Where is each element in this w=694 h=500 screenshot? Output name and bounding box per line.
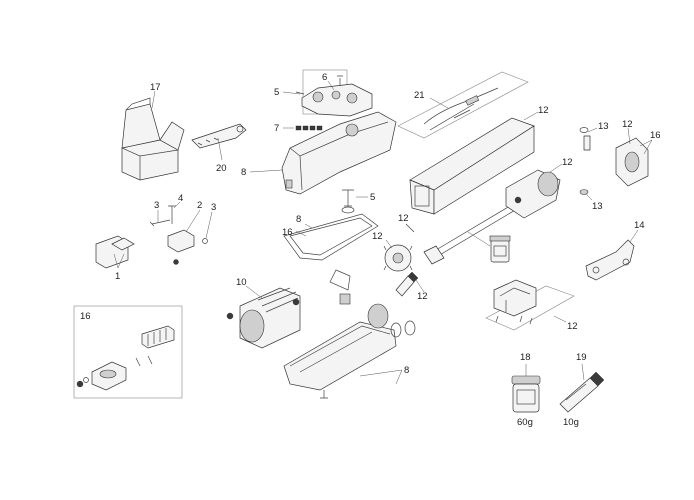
callout-5a: 5 <box>274 87 279 98</box>
leader-21 <box>429 97 449 109</box>
part-13-cap-top <box>579 127 591 151</box>
callout-6: 6 <box>322 72 327 83</box>
part-12-nozzle <box>395 271 419 297</box>
callout-3a: 3 <box>154 200 159 211</box>
callout-16c: 16 <box>650 130 661 141</box>
leader-16a <box>295 230 307 237</box>
callout-14: 14 <box>634 220 645 231</box>
callout-12e: 12 <box>562 157 573 168</box>
leader-4 <box>173 201 181 209</box>
leader-6 <box>327 80 335 91</box>
callout-12b: 12 <box>398 213 409 224</box>
part-12-endcap <box>615 137 649 187</box>
part-16-electronics <box>76 325 175 391</box>
leader-12d <box>523 111 539 121</box>
part-4-pin <box>168 205 176 224</box>
part-8-housing <box>283 269 416 399</box>
callout-1: 1 <box>115 271 120 282</box>
part-2-block <box>167 229 195 265</box>
callout-16b: 16 <box>80 311 91 322</box>
part-12-jar <box>489 235 511 263</box>
callout-8c: 8 <box>404 365 409 376</box>
callout-8b: 8 <box>296 214 301 225</box>
leader-16c <box>639 139 653 155</box>
part-18-grease-jar <box>511 375 541 413</box>
part-21-wiring <box>423 87 499 131</box>
leader-10 <box>245 285 263 299</box>
callout-18: 18 <box>520 352 531 363</box>
callout-12c: 12 <box>417 291 428 302</box>
part-19-grease-tube <box>559 371 605 413</box>
part-12-screw <box>405 223 415 233</box>
leader-8b <box>304 223 313 229</box>
callout-12f: 12 <box>567 321 578 332</box>
part-20-key <box>191 123 247 149</box>
part-14-bracket <box>585 239 635 281</box>
callout-2: 2 <box>197 200 202 211</box>
leader-17 <box>151 90 156 109</box>
grease-weight-label: 60g <box>517 417 533 428</box>
callout-7: 7 <box>274 123 279 134</box>
leader-14 <box>629 229 639 243</box>
part-7-screws <box>295 125 323 131</box>
leader-13a <box>587 127 598 133</box>
part-1-bracket <box>95 235 135 269</box>
part-12-shaft <box>423 169 561 265</box>
leader-12f <box>553 315 567 323</box>
callout-8a: 8 <box>241 167 246 178</box>
callout-20: 20 <box>216 163 227 174</box>
part-10-motor <box>226 287 301 349</box>
callout-19: 19 <box>576 352 587 363</box>
part-3-screws <box>149 219 208 244</box>
part-5-pin <box>341 189 355 214</box>
leader-12a <box>385 239 393 249</box>
leader-8c <box>359 369 403 385</box>
leader-8a <box>249 169 283 173</box>
leader-19 <box>581 363 585 381</box>
part-13-cap-bottom <box>579 189 589 195</box>
tube-weight-label: 10g <box>563 417 579 428</box>
callout-10: 10 <box>236 277 247 288</box>
callout-17: 17 <box>150 82 161 93</box>
part-16-gasket <box>283 213 379 261</box>
leader-5a <box>282 91 301 95</box>
part-17-box <box>121 97 185 181</box>
leader-12e <box>549 163 563 173</box>
leader-20 <box>217 137 223 161</box>
part-12-tube <box>409 117 535 215</box>
leader-jar <box>467 231 491 247</box>
part-6-bracket <box>295 75 373 117</box>
callout-4: 4 <box>178 193 183 204</box>
leader-12c <box>415 279 425 293</box>
callout-16a: 16 <box>282 227 293 238</box>
leader-12g <box>627 127 631 145</box>
callout-13b: 13 <box>592 201 603 212</box>
callout-21: 21 <box>414 90 425 101</box>
part-12-gear <box>383 244 413 272</box>
leader-1 <box>113 253 125 269</box>
frame-part-21 <box>397 71 529 139</box>
leader-2 <box>185 209 201 233</box>
callout-12d: 12 <box>538 105 549 116</box>
callout-12a: 12 <box>372 231 383 242</box>
callout-12g: 12 <box>622 119 633 130</box>
callout-13a: 13 <box>598 121 609 132</box>
leader-13b <box>585 193 593 201</box>
frame-part-16 <box>73 305 183 399</box>
callout-5b: 5 <box>370 192 375 203</box>
leader-3b <box>205 211 213 239</box>
callout-3b: 3 <box>211 202 216 213</box>
part-8-cover <box>281 111 397 195</box>
part-12-bracket <box>493 279 537 325</box>
